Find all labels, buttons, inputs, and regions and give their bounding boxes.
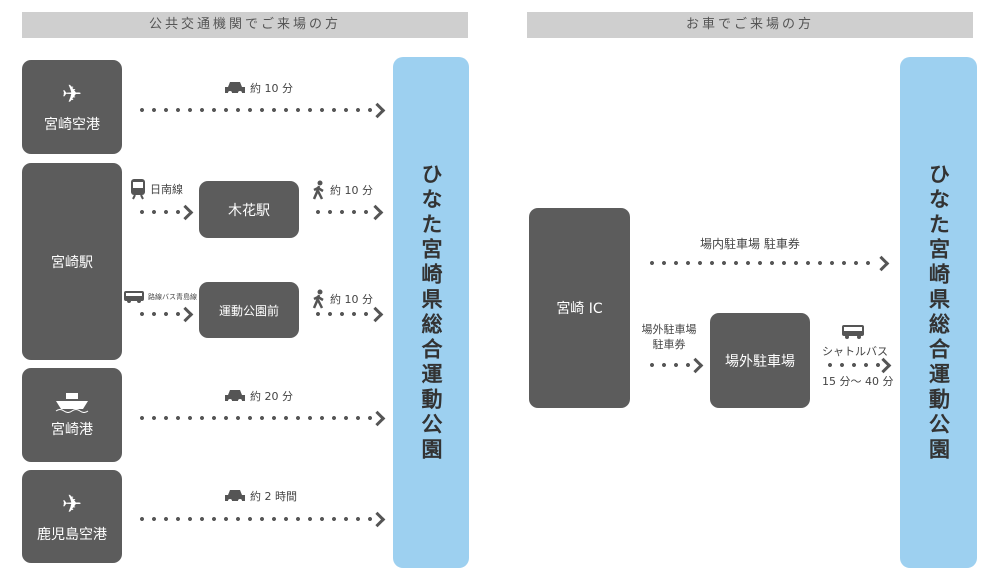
origin-miyazaki-airport: ✈ 宮崎空港 <box>22 60 122 154</box>
port-car-label: 約 20 分 <box>224 388 293 404</box>
origin-kagoshima-airport: ✈ 鹿児島空港 <box>22 470 122 563</box>
airport-car-label: 約 10 分 <box>224 80 293 96</box>
station-undo-koen-mae: 運動公園前 <box>199 282 299 338</box>
duration: 約 10 分 <box>250 82 293 95</box>
arrow-port <box>136 410 386 426</box>
arrow-shuttle <box>824 357 892 373</box>
outer-ticket-label: 場外駐車場 駐車券 <box>636 322 702 352</box>
arrow-walk-2 <box>312 306 384 322</box>
duration: 約 10 分 <box>330 184 373 197</box>
arrow-inner-parking <box>646 255 890 271</box>
bus-label: 路線バス青島線 <box>124 291 197 303</box>
kagoshima-car-label: 約 2 時間 <box>224 488 297 504</box>
shuttle-label: シャトルバス <box>822 345 888 358</box>
origin-miyazaki-port: 宮崎港 <box>22 368 122 462</box>
origin-label: 鹿児島空港 <box>37 526 107 543</box>
line-name: 日南線 <box>150 183 183 196</box>
origin-label: 宮崎 IC <box>556 301 603 317</box>
arrow-outer-parking <box>646 357 704 373</box>
arrow-train <box>136 204 194 220</box>
origin-label: 宮崎駅 <box>51 254 93 271</box>
inner-parking-label: 場内駐車場 駐車券 <box>700 237 800 251</box>
origin-miyazaki-ic: 宮崎 IC <box>529 208 630 408</box>
car-icon <box>225 389 245 403</box>
origin-label: 宮崎港 <box>51 422 93 438</box>
outer-parking-lot: 場外駐車場 <box>710 313 810 408</box>
shuttle-time: 15 分〜 40 分 <box>822 375 894 388</box>
destination-park-right: ひなた宮崎県総合運動公園 <box>900 57 977 568</box>
walking-icon <box>312 180 324 200</box>
public-transport-header: 公共交通機関でご来場の方 <box>22 12 468 38</box>
duration: 約 10 分 <box>330 293 373 306</box>
bus-icon <box>842 325 864 339</box>
train-icon <box>131 179 145 200</box>
arrow-bus <box>136 306 194 322</box>
ship-icon <box>55 393 89 413</box>
line-name: 路線バス青島線 <box>148 293 197 301</box>
bus-icon <box>124 291 144 303</box>
parking-label: 場外駐車場 <box>725 353 795 370</box>
station-label: 運動公園前 <box>218 303 279 318</box>
origin-label: 宮崎空港 <box>44 117 100 133</box>
station-konohana: 木花駅 <box>199 181 299 238</box>
arrow-kagoshima <box>136 511 386 527</box>
station-label: 木花駅 <box>228 202 270 219</box>
walk-label-1: 約 10 分 <box>312 180 373 200</box>
walk-label-2: 約 10 分 <box>312 289 373 309</box>
plane-icon: ✈ <box>61 489 83 518</box>
arrow-airport <box>136 102 386 118</box>
arrow-walk-1 <box>312 204 384 220</box>
duration: 約 2 時間 <box>250 490 297 503</box>
duration: 約 20 分 <box>250 390 293 403</box>
ticket-line: 場外駐車場 <box>641 323 697 336</box>
destination-park-left: ひなた宮崎県総合運動公園 <box>393 57 469 568</box>
plane-icon: ✈ <box>61 80 83 108</box>
car-header: お車でご来場の方 <box>527 12 973 38</box>
ticket-line: 駐車券 <box>652 338 686 351</box>
car-icon <box>225 81 245 95</box>
walking-icon <box>312 289 324 309</box>
origin-miyazaki-station: 宮崎駅 <box>22 163 122 360</box>
car-icon <box>225 489 245 503</box>
train-label: 日南線 <box>130 178 183 200</box>
